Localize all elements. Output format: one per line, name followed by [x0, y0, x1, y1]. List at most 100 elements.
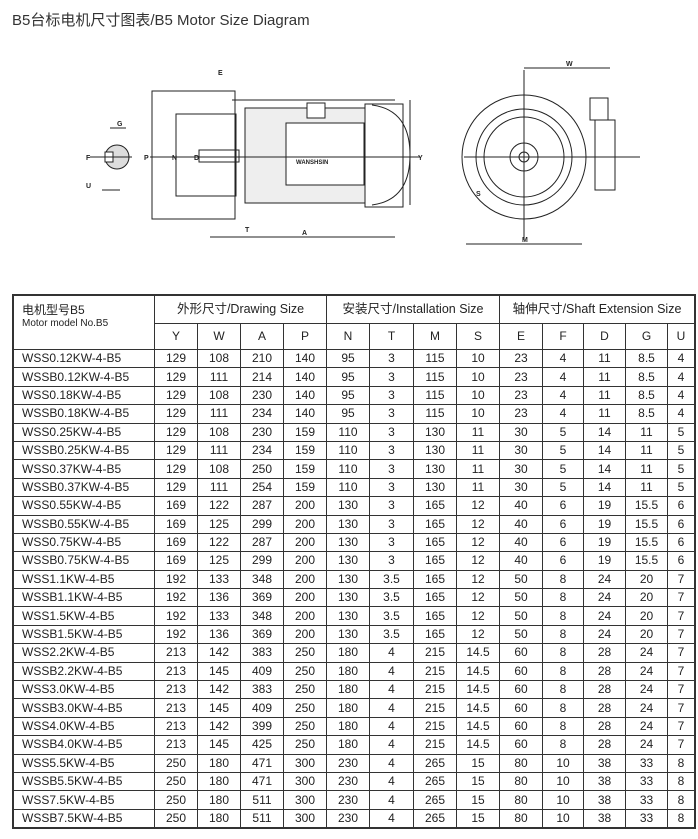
model-cell: WSSB4.0KW-4-B5: [12, 735, 155, 755]
cell-t: 3: [369, 404, 414, 424]
cell-s: 10: [456, 367, 500, 387]
cell-t: 3: [369, 496, 414, 516]
cell-w: 142: [197, 716, 241, 737]
cell-p: 200: [283, 532, 327, 553]
svg-text:M: M: [522, 237, 528, 244]
cell-p: 250: [283, 643, 327, 663]
cell-n: 130: [326, 569, 370, 590]
cell-m: 265: [413, 808, 457, 829]
cell-u: 6: [667, 551, 696, 571]
cell-y: 129: [154, 385, 198, 406]
cell-d: 19: [583, 514, 626, 534]
cell-u: 7: [667, 661, 696, 682]
cell-m: 165: [413, 569, 457, 590]
cell-e: 23: [499, 348, 543, 369]
model-cell: WSSB0.75KW-4-B5: [12, 551, 155, 571]
cell-g: 33: [625, 790, 668, 810]
cell-n: 230: [326, 790, 370, 810]
cell-a: 287: [240, 532, 284, 553]
cell-t: 3.5: [369, 606, 414, 626]
cell-p: 250: [283, 661, 327, 682]
cell-w: 136: [197, 588, 241, 608]
cell-d: 28: [583, 661, 626, 682]
cell-m: 165: [413, 551, 457, 571]
cell-s: 11: [456, 477, 500, 498]
cell-p: 200: [283, 588, 327, 608]
cell-m: 115: [413, 385, 457, 406]
model-cell: WSSB1.1KW-4-B5: [12, 588, 155, 608]
cell-e: 60: [499, 716, 543, 737]
cell-m: 215: [413, 735, 457, 755]
cell-m: 165: [413, 532, 457, 553]
cell-d: 28: [583, 680, 626, 700]
cell-a: 230: [240, 422, 284, 442]
cell-g: 11: [625, 440, 668, 461]
cell-a: 383: [240, 680, 284, 700]
cell-w: 108: [197, 385, 241, 406]
cell-g: 20: [625, 624, 668, 645]
cell-u: 8: [667, 808, 696, 829]
cell-u: 7: [667, 735, 696, 755]
cell-p: 159: [283, 459, 327, 479]
cell-t: 4: [369, 735, 414, 755]
svg-text:A: A: [302, 230, 307, 237]
cell-s: 12: [456, 532, 500, 553]
cell-g: 8.5: [625, 348, 668, 369]
cell-f: 8: [542, 680, 584, 700]
model-cell: WSS0.18KW-4-B5: [12, 385, 155, 406]
cell-s: 12: [456, 569, 500, 590]
cell-a: 471: [240, 753, 284, 773]
column-header-a: A: [240, 323, 284, 350]
cell-u: 7: [667, 698, 696, 718]
cell-y: 192: [154, 606, 198, 626]
cell-d: 11: [583, 404, 626, 424]
cell-y: 169: [154, 551, 198, 571]
cell-e: 23: [499, 404, 543, 424]
cell-d: 28: [583, 716, 626, 737]
model-cell: WSSB0.55KW-4-B5: [12, 514, 155, 534]
cell-d: 24: [583, 588, 626, 608]
cell-u: 5: [667, 477, 696, 498]
dim-label-g: G: [117, 121, 123, 128]
cell-s: 12: [456, 606, 500, 626]
cell-e: 50: [499, 606, 543, 626]
cell-t: 4: [369, 753, 414, 773]
group-header-drawing-size: 外形尺寸/Drawing Size: [154, 294, 327, 324]
cell-d: 24: [583, 624, 626, 645]
column-header-w: W: [197, 323, 241, 350]
cell-t: 4: [369, 790, 414, 810]
cell-n: 180: [326, 735, 370, 755]
cell-t: 3: [369, 348, 414, 369]
cell-s: 14.5: [456, 716, 500, 737]
cell-p: 300: [283, 753, 327, 773]
cell-t: 4: [369, 771, 414, 792]
cell-t: 3: [369, 551, 414, 571]
cell-e: 80: [499, 790, 543, 810]
cell-f: 4: [542, 404, 584, 424]
cell-y: 129: [154, 348, 198, 369]
cell-y: 213: [154, 661, 198, 682]
cell-y: 129: [154, 367, 198, 387]
cell-t: 3: [369, 385, 414, 406]
cell-p: 200: [283, 569, 327, 590]
cell-a: 254: [240, 477, 284, 498]
cell-n: 95: [326, 385, 370, 406]
svg-text:N: N: [172, 155, 177, 162]
cell-p: 159: [283, 477, 327, 498]
cell-s: 10: [456, 348, 500, 369]
cell-m: 215: [413, 716, 457, 737]
model-header-cn: 电机型号B5: [22, 303, 85, 317]
motor-front-view-drawing: [461, 67, 640, 245]
cell-e: 40: [499, 532, 543, 553]
model-cell: WSS1.5KW-4-B5: [12, 606, 155, 626]
cell-n: 180: [326, 680, 370, 700]
